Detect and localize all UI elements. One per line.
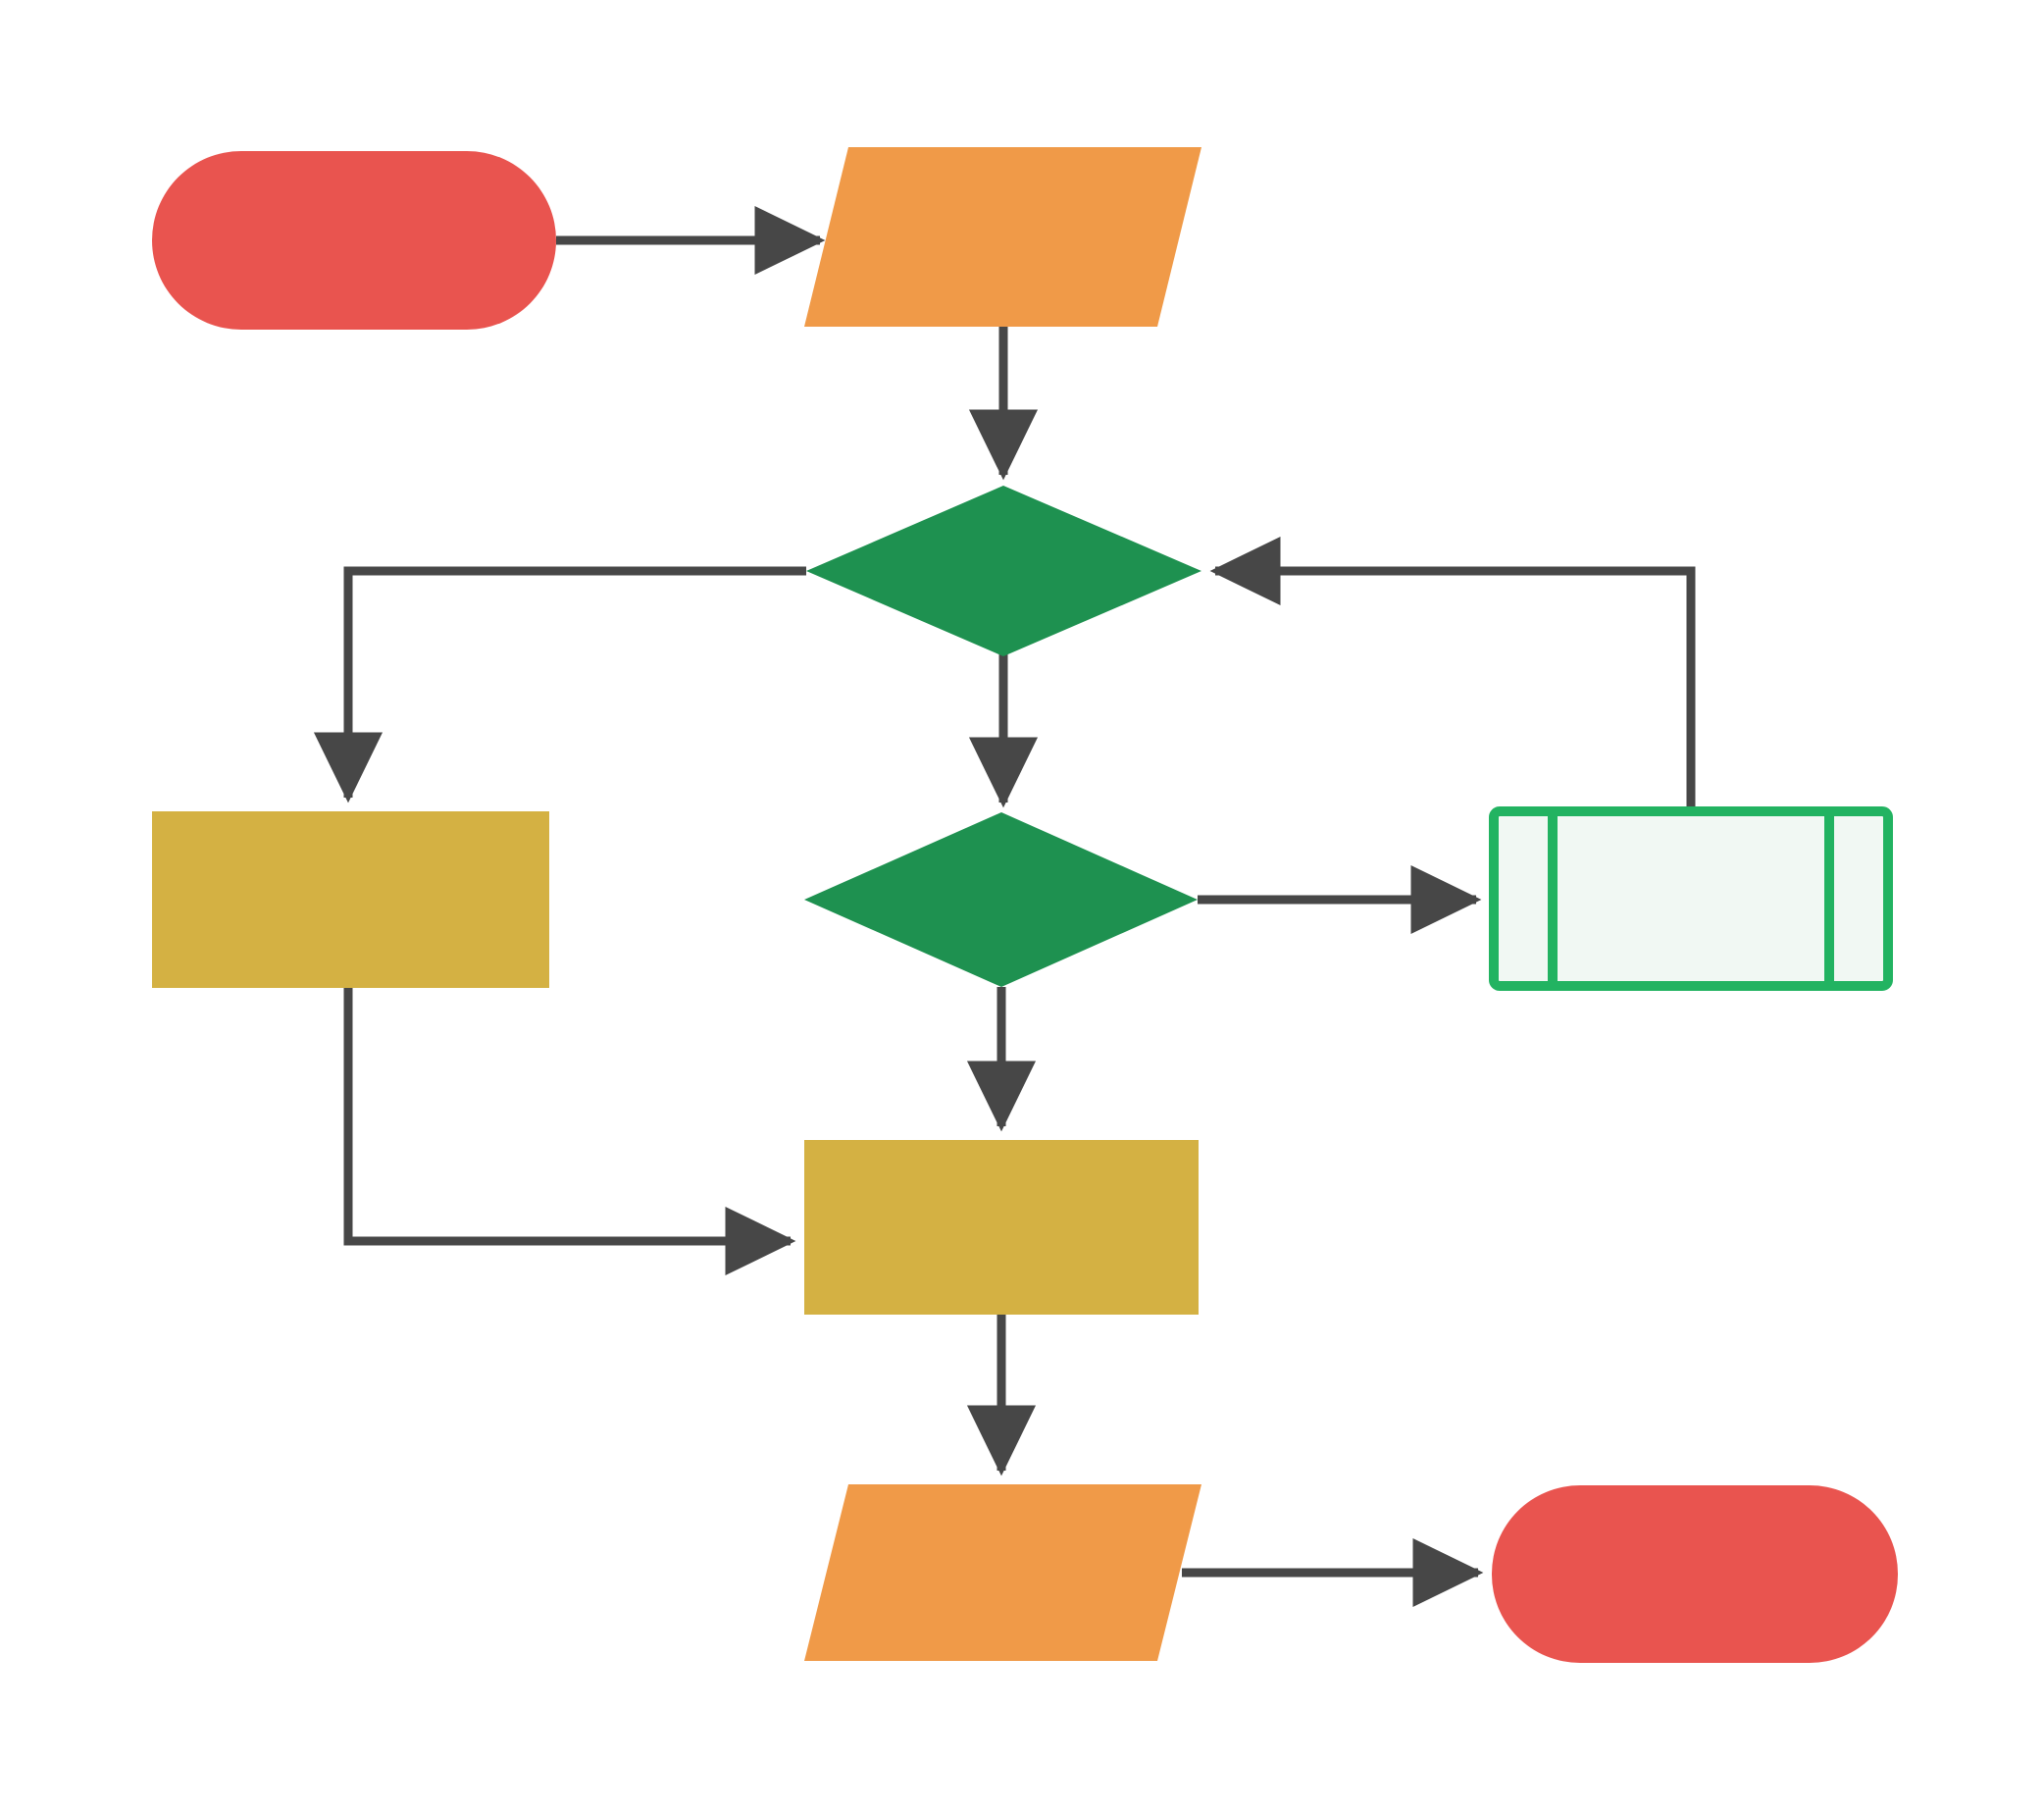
node-output[interactable] xyxy=(804,1484,1201,1661)
input-parallelogram-shape[interactable] xyxy=(804,147,1201,327)
node-subroutine[interactable] xyxy=(1489,806,1893,991)
decision-2-diamond-shape[interactable] xyxy=(804,812,1198,987)
subroutine-outer-shape[interactable] xyxy=(1489,806,1893,991)
node-process-center[interactable] xyxy=(804,1140,1199,1315)
end-terminator-shape[interactable] xyxy=(1492,1485,1898,1663)
node-input[interactable] xyxy=(804,147,1201,327)
node-decision-2[interactable] xyxy=(804,812,1198,987)
decision-1-diamond-shape[interactable] xyxy=(806,486,1201,656)
node-start[interactable] xyxy=(152,151,556,330)
process-center-shape[interactable] xyxy=(804,1140,1199,1315)
node-decision-1[interactable] xyxy=(806,486,1201,656)
node-layer xyxy=(152,147,1898,1663)
start-terminator-shape[interactable] xyxy=(152,151,556,330)
node-process-left[interactable] xyxy=(152,811,549,988)
edge-subroutine-to-decision-1 xyxy=(1209,536,1696,810)
connector-layer xyxy=(313,205,1696,1608)
edge-process-left-to-process-center xyxy=(343,988,796,1276)
process-left-shape[interactable] xyxy=(152,811,549,988)
edge-decision-1-to-process-left xyxy=(313,566,806,803)
output-parallelogram-shape[interactable] xyxy=(804,1484,1201,1661)
node-end[interactable] xyxy=(1492,1485,1898,1663)
